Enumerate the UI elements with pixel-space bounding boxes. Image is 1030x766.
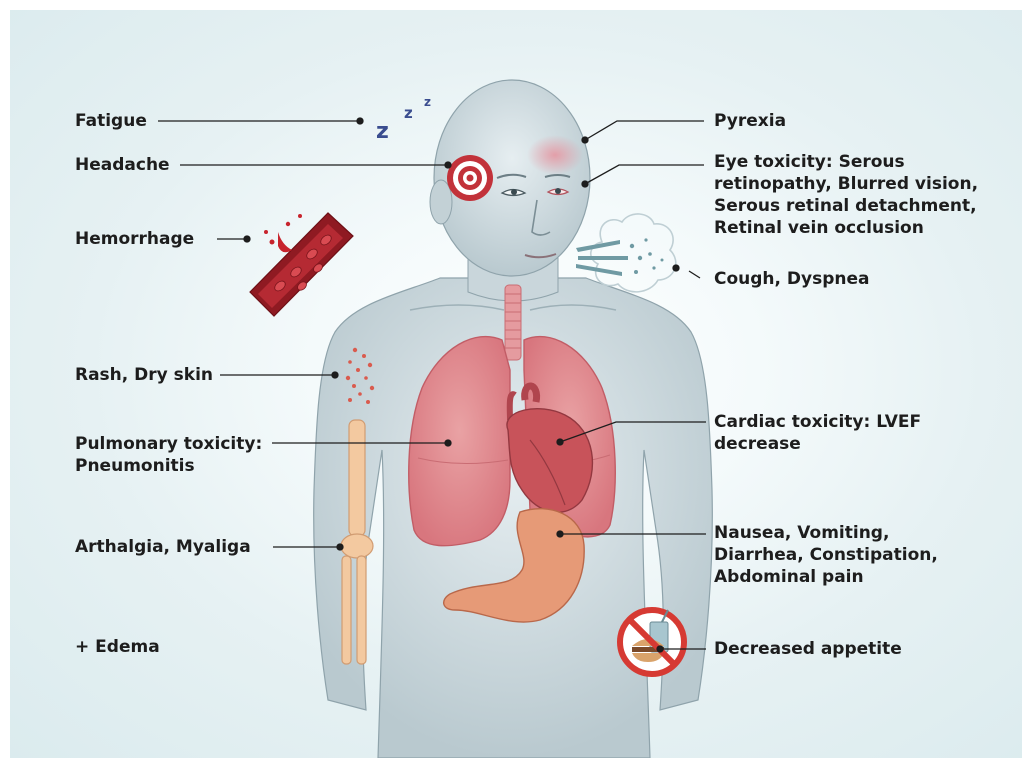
label-hemorrhage: Hemorrhage bbox=[75, 228, 194, 250]
label-headache: Headache bbox=[75, 154, 170, 176]
svg-text:z: z bbox=[404, 104, 413, 122]
svg-text:z: z bbox=[376, 119, 389, 144]
label-eye-toxicity: Eye toxicity: Serous retinopathy, Blurre… bbox=[714, 151, 978, 239]
label-gastrointestinal: Nausea, Vomiting, Diarrhea, Constipation… bbox=[714, 522, 938, 588]
no-food-sign-icon bbox=[620, 610, 684, 674]
label-cardiac-toxicity: Cardiac toxicity: LVEF decrease bbox=[714, 411, 921, 455]
fever-flush bbox=[527, 135, 583, 175]
trachea bbox=[505, 285, 521, 360]
blood-vessel-icon bbox=[250, 213, 353, 316]
label-arthalgia: Arthalgia, Myaliga bbox=[75, 536, 251, 558]
zzz-sleep-icon: z z z bbox=[376, 95, 431, 144]
svg-text:z: z bbox=[424, 95, 431, 109]
illustration-canvas: z z z bbox=[10, 10, 1022, 758]
headache-target-icon bbox=[447, 155, 493, 201]
label-pyrexia: Pyrexia bbox=[714, 110, 786, 132]
label-fatigue: Fatigue bbox=[75, 110, 147, 132]
label-rash: Rash, Dry skin bbox=[75, 364, 213, 386]
label-cough: Cough, Dyspnea bbox=[714, 268, 870, 290]
label-pulmonary-toxicity: Pulmonary toxicity: Pneumonitis bbox=[75, 433, 262, 477]
label-decreased-appetite: Decreased appetite bbox=[714, 638, 902, 660]
label-edema: + Edema bbox=[75, 636, 160, 658]
